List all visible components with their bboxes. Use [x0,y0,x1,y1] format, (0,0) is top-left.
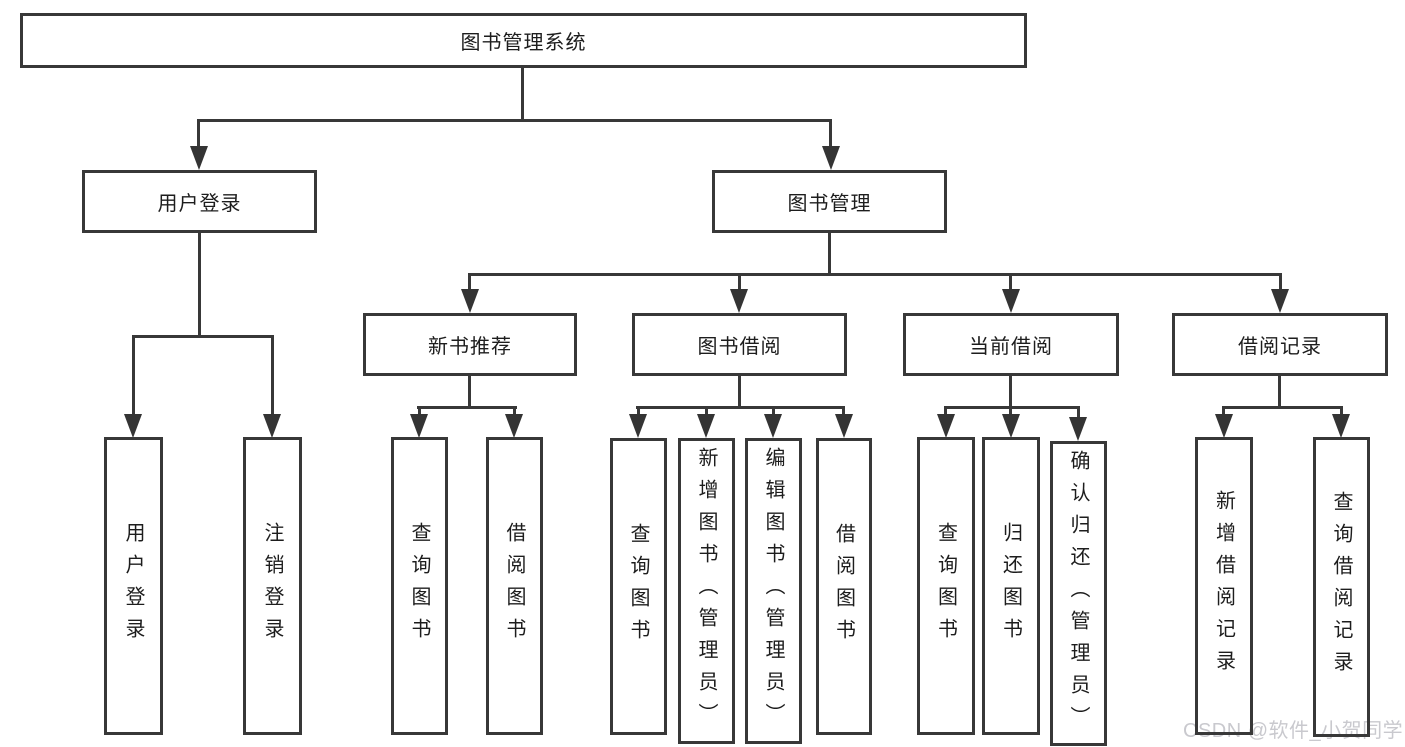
node-current-borrow-label: 当前借阅 [969,336,1053,358]
connector-drop [1340,406,1343,418]
arrowhead-down-icon [190,146,208,170]
arrowhead-down-icon [263,414,281,438]
connector-drop [418,406,421,418]
node-user-login-label: 用户登录 [157,193,242,215]
connector-drop-book-mgmt [829,119,832,150]
connector-drop-current-borrow [1009,273,1012,292]
arrowhead-down-icon [505,414,523,438]
arrowhead-down-icon [835,414,853,438]
arrowhead-down-icon [629,414,647,438]
node-borrow-record: 借阅记录 [1172,313,1388,376]
leaf-rec-query-books: 查询图书 [391,437,448,735]
node-new-book-rec-label: 新书推荐 [428,336,512,358]
node-book-mgmt-label: 图书管理 [787,193,872,215]
connector-drop-leaf-logout [271,335,274,416]
connector-drop [513,406,516,418]
leaf-br-add-record-label: 新增借阅记录 [1212,490,1235,682]
arrowhead-down-icon [822,146,840,170]
connector-drop [772,406,775,418]
leaf-cb-return-books-label: 归还图书 [999,522,1022,650]
connector-drop [1077,406,1080,421]
arrowhead-down-icon [1002,414,1020,438]
arrowhead-down-icon [697,414,715,438]
connector-drop-borrow-record [1279,273,1282,292]
node-root-label: 图书管理系统 [460,32,587,54]
connector-drop [1222,406,1225,418]
leaf-br-add-record: 新增借阅记录 [1195,437,1253,735]
connector-new-book-rec-split [417,406,517,409]
leaf-cb-confirm-return-admin: 确认归还（管理员） [1050,441,1107,746]
leaf-cb-return-books: 归还图书 [982,437,1040,735]
connector-user-login-split [132,335,274,338]
arrowhead-down-icon [1069,417,1087,441]
connector-user-login-stem [198,233,201,338]
leaf-rec-borrow-books-label: 借阅图书 [503,522,525,650]
connector-new-book-rec-stem [468,376,471,409]
connector-borrow-record-split [1222,406,1343,409]
leaf-cb-query-books-label: 查询图书 [934,522,957,650]
node-book-borrow-label: 图书借阅 [697,336,782,358]
connector-root-stem [521,68,524,122]
connector-book-mgmt-stem [828,233,831,276]
arrowhead-down-icon [730,289,748,313]
arrowhead-down-icon [1002,289,1020,313]
leaf-cb-query-books: 查询图书 [917,437,975,735]
leaf-bb-add-books-admin-label: 新增图书（管理员） [695,447,717,735]
arrowhead-down-icon [1332,414,1350,438]
leaf-bb-edit-books-admin-label: 编辑图书（管理员） [762,447,784,735]
connector-drop-leaf-user-login [132,335,135,416]
node-book-borrow: 图书借阅 [632,313,847,376]
leaf-logout-label: 注销登录 [261,522,283,650]
leaf-rec-query-books-label: 查询图书 [408,522,430,650]
connector-drop [705,406,708,418]
node-new-book-rec: 新书推荐 [363,313,577,376]
arrowhead-down-icon [124,414,142,438]
connector-drop [944,406,947,418]
node-root: 图书管理系统 [20,13,1027,68]
connector-drop-user-login [197,119,200,150]
leaf-user-login: 用户登录 [104,437,163,735]
node-user-login: 用户登录 [82,170,317,233]
arrowhead-down-icon [410,414,428,438]
connector-root-split [197,119,832,122]
leaf-bb-borrow-books-label: 借阅图书 [832,522,855,651]
leaf-bb-edit-books-admin: 编辑图书（管理员） [745,438,802,744]
node-book-mgmt: 图书管理 [712,170,947,233]
leaf-rec-borrow-books: 借阅图书 [486,437,543,735]
leaf-logout: 注销登录 [243,437,302,735]
arrowhead-down-icon [461,289,479,313]
arrowhead-down-icon [764,414,782,438]
leaf-br-query-record: 查询借阅记录 [1313,437,1370,737]
connector-current-borrow-split [944,406,1080,409]
connector-current-borrow-stem [1009,376,1012,409]
leaf-bb-query-books: 查询图书 [610,438,667,735]
leaf-br-query-record-label: 查询借阅记录 [1330,491,1352,683]
arrowhead-down-icon [1215,414,1233,438]
connector-book-borrow-split [636,406,845,409]
connector-drop [637,406,640,418]
arrowhead-down-icon [937,414,955,438]
leaf-cb-confirm-return-admin-label: 确认归还（管理员） [1067,449,1089,738]
connector-book-borrow-stem [738,376,741,409]
connector-book-mgmt-split [468,273,1282,276]
leaf-bb-borrow-books: 借阅图书 [816,438,872,735]
leaf-bb-query-books-label: 查询图书 [627,522,649,651]
node-current-borrow: 当前借阅 [903,313,1119,376]
leaf-bb-add-books-admin: 新增图书（管理员） [678,438,735,744]
arrowhead-down-icon [1271,289,1289,313]
connector-drop-new-book-rec [468,273,471,292]
leaf-user-login-label: 用户登录 [122,522,144,650]
connector-drop-book-borrow [738,273,741,292]
connector-drop [1009,406,1012,418]
connector-drop [842,406,845,418]
node-borrow-record-label: 借阅记录 [1238,336,1322,358]
connector-borrow-record-stem [1278,376,1281,409]
